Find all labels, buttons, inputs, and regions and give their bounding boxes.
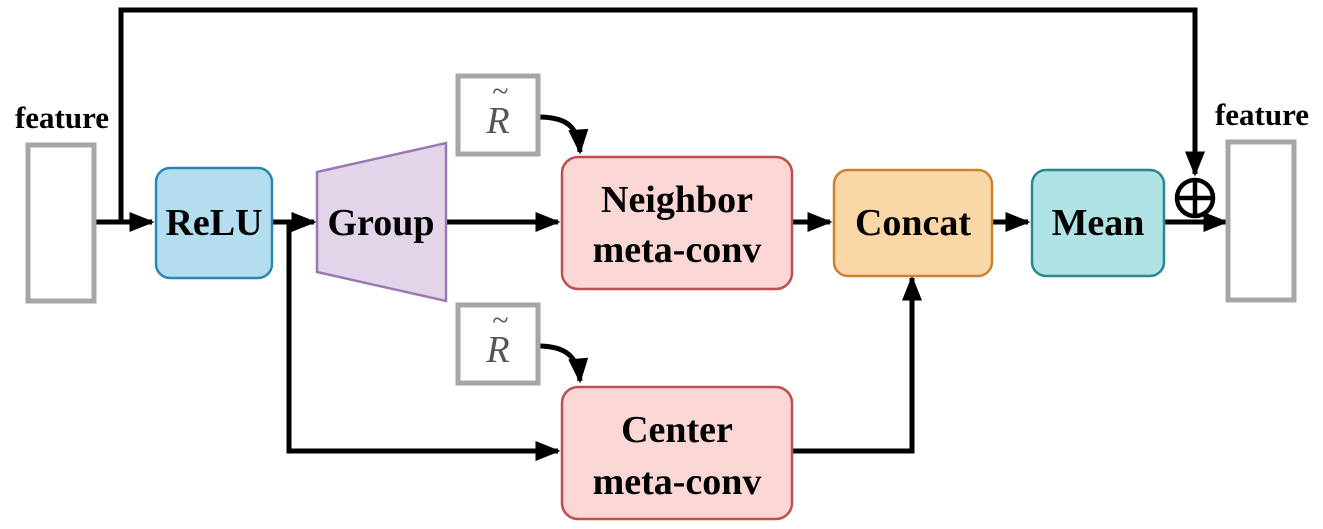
rotation-top-symbol: R xyxy=(485,100,509,142)
group-label: Group xyxy=(327,202,434,244)
neighbor-meta-conv-line2: meta-conv xyxy=(593,229,762,271)
mean-box xyxy=(1030,168,1166,278)
relu-node: ReLU xyxy=(154,166,274,280)
center-meta-conv-line2: meta-conv xyxy=(593,461,762,503)
group-trapezoid xyxy=(315,141,448,303)
output-feature-box xyxy=(1225,139,1297,303)
center-meta-conv-box xyxy=(560,385,794,521)
neighbor-meta-conv-node: Neighbor meta-conv xyxy=(560,155,794,291)
rotation-bottom-box xyxy=(455,302,541,386)
concat-box xyxy=(832,168,994,278)
input-feature-box xyxy=(25,142,97,304)
concat-label: Concat xyxy=(855,202,971,244)
rotation-bottom: ~ R xyxy=(455,302,541,386)
relu-label: ReLU xyxy=(165,202,262,244)
relu-box xyxy=(154,166,274,280)
relu-to-center-arrow xyxy=(286,222,561,461)
concat-node: Concat xyxy=(832,168,994,278)
connectors xyxy=(95,7,1229,461)
center-meta-conv-line1: Center xyxy=(621,409,733,451)
group-node: Group xyxy=(315,141,448,303)
rotation-top: ~ R xyxy=(455,73,541,157)
mean-node: Mean xyxy=(1030,168,1166,278)
rotation-bottom-symbol: R xyxy=(485,329,509,371)
rotation-bottom-accent: ~ xyxy=(492,304,508,337)
output-feature-label: feature xyxy=(1215,97,1309,132)
rotation-top-box xyxy=(455,73,541,157)
rotation-top-accent: ~ xyxy=(492,75,508,108)
input-feature-label: feature xyxy=(15,100,109,135)
neighbor-meta-conv-line1: Neighbor xyxy=(601,179,753,221)
center-to-concat-arrow xyxy=(792,275,922,454)
rotation-top-arrow xyxy=(537,114,589,155)
skip-connection-arrow xyxy=(118,7,1205,222)
input-feature: feature xyxy=(15,100,109,304)
output-feature: feature xyxy=(1215,97,1309,303)
neighbor-meta-conv-box xyxy=(560,155,794,291)
residual-add-icon xyxy=(1174,177,1216,219)
center-meta-conv-node: Center meta-conv xyxy=(560,385,794,521)
rotation-bottom-arrow xyxy=(537,343,589,384)
mean-label: Mean xyxy=(1052,202,1145,244)
